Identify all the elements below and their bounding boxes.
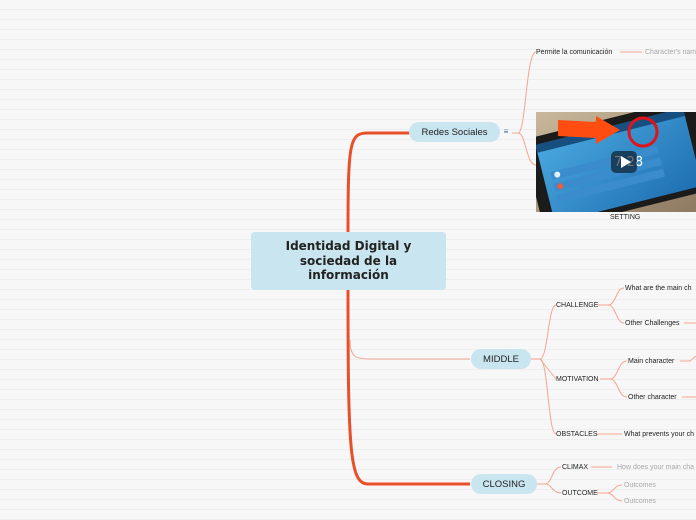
trunk-link-closing	[346, 289, 470, 486]
subtopic-outcomes-2[interactable]: Outcomes	[624, 498, 656, 505]
central-topic[interactable]: Identidad Digital y sociedad de la infor…	[251, 232, 446, 290]
subtopic-character-name[interactable]: Character's nam	[645, 49, 696, 56]
image-caption-setting: SETTING	[610, 214, 641, 221]
subtopic-challenge-question[interactable]: What are the main ch	[625, 285, 692, 292]
arrow-icon	[558, 116, 620, 144]
video-thumbnail[interactable]: 7:28	[536, 112, 696, 212]
subtopic-main-character[interactable]: Main character	[628, 358, 675, 365]
subtopic-obstacles-question[interactable]: What prevents your ch	[624, 431, 695, 438]
topic-redes-sociales-label: Redes Sociales	[421, 126, 488, 138]
central-topic-label: Identidad Digital y sociedad de la infor…	[285, 239, 412, 283]
subtopic-obstacles[interactable]: OBSTACLES	[556, 431, 598, 438]
topic-closing-label: CLOSING	[482, 478, 526, 490]
subtopic-permite[interactable]: Permite la comunicación	[536, 49, 613, 56]
topic-middle[interactable]: MIDDLE	[471, 349, 531, 369]
subtopic-outcomes-1[interactable]: Outcomes	[624, 482, 656, 489]
subtopic-climax-question[interactable]: How does your main cha	[617, 464, 695, 471]
note-icon[interactable]: ≡	[503, 127, 509, 136]
subtopic-motivation[interactable]: MOTIVATION	[556, 376, 599, 383]
subtopic-other-character[interactable]: Other character	[628, 394, 677, 401]
topic-redes-sociales[interactable]: Redes Sociales	[409, 122, 500, 142]
topic-middle-label: MIDDLE	[483, 353, 519, 365]
trunk-link-middle	[349, 339, 470, 360]
trunk-link-redes	[346, 131, 412, 233]
subtopic-other-challenges[interactable]: Other Challenges	[625, 320, 680, 327]
topic-closing[interactable]: CLOSING	[471, 474, 537, 494]
subtopic-outcome[interactable]: OUTCOME	[562, 490, 598, 497]
play-icon	[621, 156, 631, 168]
subtopic-challenge[interactable]: CHALLENGE	[556, 302, 599, 309]
highlight-circle-icon	[627, 116, 659, 148]
subtopic-climax[interactable]: CLIMAX	[562, 464, 589, 471]
